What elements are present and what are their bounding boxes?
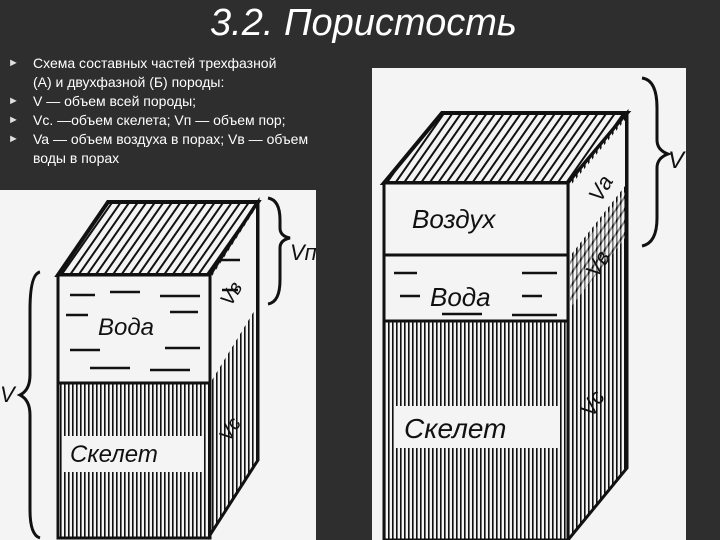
triangle-bullet-icon: ► [8,133,19,145]
right-face-water [212,208,256,380]
v-label: V [0,382,17,407]
skeleton-label-box [64,436,204,472]
water-label: Вода [430,282,491,312]
triangle-bullet-icon: ► [8,114,19,126]
bullet-item: ► Va — объем воздуха в порах; Vв — объем [8,130,368,149]
v-bracket [641,76,673,248]
triangle-bullet-icon: ► [8,95,19,107]
right-face-upper [570,120,625,256]
air-block [382,181,570,257]
triangle-bullet-icon: ► [8,57,19,69]
bullet-item-continued: (А) и двухфазной (Б) породы: [8,73,368,92]
bullet-item: ► Схема составных частей трехфазной [8,54,368,73]
vn-label: Vп [290,240,316,265]
bullet-item: ► Vс. —объем скелета; Vп — объем пор; [8,111,368,130]
v-label: V [668,147,686,174]
bullet-text: Схема составных частей трехфазной [33,55,277,71]
bullet-text: (А) и двухфазной (Б) породы: [33,74,225,90]
right-figure: Воздух Вода Скелет Va Vв Vc V [372,68,686,540]
bullet-text: Va — объем воздуха в порах; Vв — объем [33,131,309,147]
bullet-item-continued: воды в порах [8,149,368,168]
water-dashes [394,271,557,317]
skeleton-label: Скелет [70,441,158,468]
bullet-text: воды в порах [33,150,120,166]
water-dashes [66,258,240,372]
skeleton-label: Скелет [404,413,506,444]
left-figure: Вода Скелет Vв Vc Vп V [0,190,316,540]
v-bracket [16,270,41,540]
slide-title: 3.2. Пористость [210,2,517,44]
skeleton-label-box [396,406,558,448]
bullet-item: ► V — объем всей породы; [8,92,368,111]
bullet-text: Vс. —объем скелета; Vп — объем пор; [33,112,286,128]
right-face-water [570,192,625,308]
bullet-text: V — объем всей породы; [33,93,197,109]
air-label: Воздух [412,204,496,234]
vn-bracket [267,196,291,306]
water-label: Вода [98,314,154,341]
bullet-list: ► Схема составных частей трехфазной (А) и… [8,54,368,168]
water-block [382,253,570,323]
